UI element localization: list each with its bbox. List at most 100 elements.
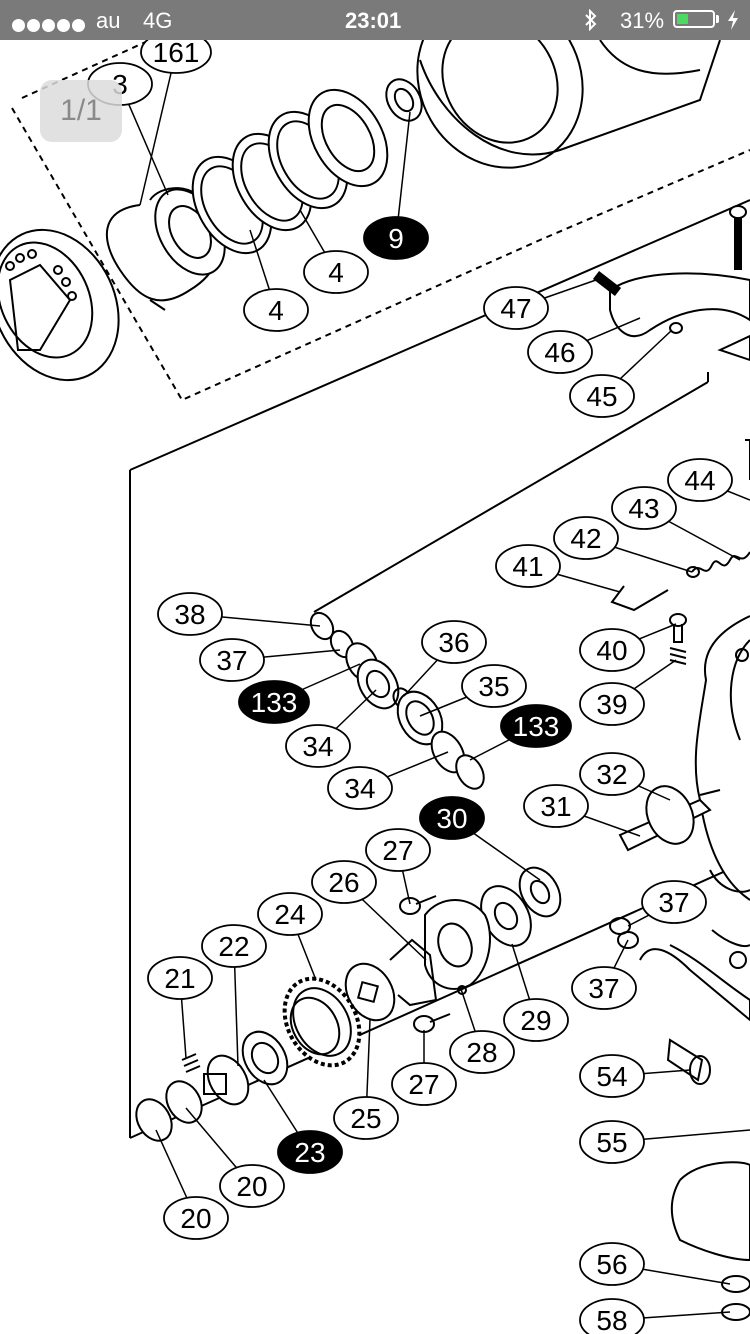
callout-number: 37 — [658, 887, 689, 918]
spool-part — [416, 40, 721, 169]
part-callout[interactable]: 45 — [569, 374, 635, 418]
callout-number: 55 — [596, 1127, 627, 1158]
callout-balloon[interactable] — [503, 998, 569, 1042]
part-callout[interactable]: 46 — [527, 330, 593, 374]
clip-part — [135, 1098, 173, 1142]
callout-balloon[interactable] — [579, 752, 645, 796]
callout-number: 133 — [251, 687, 298, 718]
signal-dots-icon — [12, 12, 87, 32]
callout-number: 34 — [302, 731, 333, 762]
callout-balloon[interactable] — [569, 374, 635, 418]
part-callout[interactable]: 20 — [219, 1164, 285, 1208]
callout-balloon[interactable] — [527, 330, 593, 374]
part-callout[interactable]: 31 — [523, 784, 589, 828]
callout-balloon[interactable] — [303, 250, 369, 294]
callout-balloon[interactable] — [140, 40, 212, 74]
part-callout[interactable]: 133 — [238, 680, 310, 724]
knob-part — [0, 228, 120, 382]
part-callout[interactable]: 25 — [333, 1096, 399, 1140]
callout-balloon[interactable] — [667, 458, 733, 502]
part-callout[interactable]: 37 — [199, 638, 265, 682]
callout-balloon-filled[interactable] — [238, 680, 310, 724]
callout-balloon[interactable] — [147, 956, 213, 1000]
part-callout[interactable]: 35 — [461, 664, 527, 708]
callout-balloon[interactable] — [201, 924, 267, 968]
part-callout[interactable]: 54 — [579, 1054, 645, 1098]
callout-balloon[interactable] — [327, 766, 393, 810]
part-callout[interactable]: 26 — [311, 860, 377, 904]
callout-balloon[interactable] — [199, 638, 265, 682]
callout-balloon[interactable] — [461, 664, 527, 708]
callout-number: 25 — [350, 1103, 381, 1134]
callout-balloon[interactable] — [285, 724, 351, 768]
callout-balloon[interactable] — [243, 288, 309, 332]
part-callout[interactable]: 58 — [579, 1298, 645, 1334]
part-callout[interactable]: 37 — [641, 880, 707, 924]
callout-balloon[interactable] — [641, 880, 707, 924]
lower-housing-part — [670, 1161, 750, 1321]
part-callout[interactable]: 24 — [257, 892, 323, 936]
part-callout[interactable]: 56 — [579, 1242, 645, 1286]
callout-balloon[interactable] — [391, 1062, 457, 1106]
part-callout[interactable]: 55 — [579, 1120, 645, 1164]
part-callout[interactable]: 41 — [495, 544, 561, 588]
part-callout[interactable]: 36 — [421, 620, 487, 664]
callout-balloon[interactable] — [495, 544, 561, 588]
callout-balloon-filled[interactable] — [500, 704, 572, 748]
dashed-frame — [11, 107, 750, 402]
part-callout[interactable]: 4 — [243, 288, 309, 332]
part-callout[interactable]: 43 — [611, 486, 677, 530]
callout-balloon[interactable] — [421, 620, 487, 664]
part-callout[interactable]: 47 — [483, 286, 549, 330]
callout-balloon[interactable] — [219, 1164, 285, 1208]
callout-balloon[interactable] — [579, 1298, 645, 1334]
part-callout[interactable]: 133 — [500, 704, 572, 748]
callout-balloon[interactable] — [449, 1030, 515, 1074]
exploded-parts-diagram[interactable]: 1613944474645444342414039383713336351333… — [0, 40, 750, 1334]
part-callout[interactable]: 34 — [327, 766, 393, 810]
callout-balloon-filled[interactable] — [363, 216, 429, 260]
part-callout[interactable]: 42 — [553, 516, 619, 560]
callout-balloon[interactable] — [579, 1054, 645, 1098]
part-callout[interactable]: 23 — [277, 1130, 343, 1174]
part-callout[interactable]: 161 — [140, 40, 212, 74]
part-callout[interactable]: 28 — [449, 1030, 515, 1074]
callout-balloon[interactable] — [365, 828, 431, 872]
part-callout[interactable]: 38 — [157, 592, 223, 636]
callout-balloon[interactable] — [483, 286, 549, 330]
part-callout[interactable]: 30 — [419, 796, 485, 840]
part-callout[interactable]: 9 — [363, 216, 429, 260]
part-callout[interactable]: 37 — [571, 966, 637, 1010]
callout-balloon[interactable] — [311, 860, 377, 904]
callout-balloon[interactable] — [571, 966, 637, 1010]
callout-balloon[interactable] — [163, 1196, 229, 1240]
callout-balloon-filled[interactable] — [277, 1130, 343, 1174]
callout-balloon[interactable] — [523, 784, 589, 828]
callout-balloon[interactable] — [257, 892, 323, 936]
part-callout[interactable]: 29 — [503, 998, 569, 1042]
part-callout[interactable]: 34 — [285, 724, 351, 768]
part-callout[interactable]: 39 — [579, 682, 645, 726]
part-callout[interactable]: 27 — [365, 828, 431, 872]
callout-balloon-filled[interactable] — [419, 796, 485, 840]
callout-balloon[interactable] — [579, 1120, 645, 1164]
callout-balloon[interactable] — [579, 1242, 645, 1286]
carrier-label: au — [96, 8, 121, 33]
part-callout[interactable]: 44 — [667, 458, 733, 502]
callout-balloon[interactable] — [157, 592, 223, 636]
part-callout[interactable]: 32 — [579, 752, 645, 796]
part-callout[interactable]: 27 — [391, 1062, 457, 1106]
callout-balloon[interactable] — [579, 682, 645, 726]
part-callout[interactable]: 4 — [303, 250, 369, 294]
part-callout[interactable]: 40 — [579, 628, 645, 672]
part-callout[interactable]: 20 — [163, 1196, 229, 1240]
callout-balloon[interactable] — [579, 628, 645, 672]
callout-balloon[interactable] — [333, 1096, 399, 1140]
part-callout[interactable]: 21 — [147, 956, 213, 1000]
callout-balloon[interactable] — [611, 486, 677, 530]
part-callout[interactable]: 22 — [201, 924, 267, 968]
callout-balloon[interactable] — [553, 516, 619, 560]
callout-number: 161 — [153, 40, 200, 68]
callout-number: 47 — [500, 293, 531, 324]
bluetooth-icon — [585, 9, 597, 31]
